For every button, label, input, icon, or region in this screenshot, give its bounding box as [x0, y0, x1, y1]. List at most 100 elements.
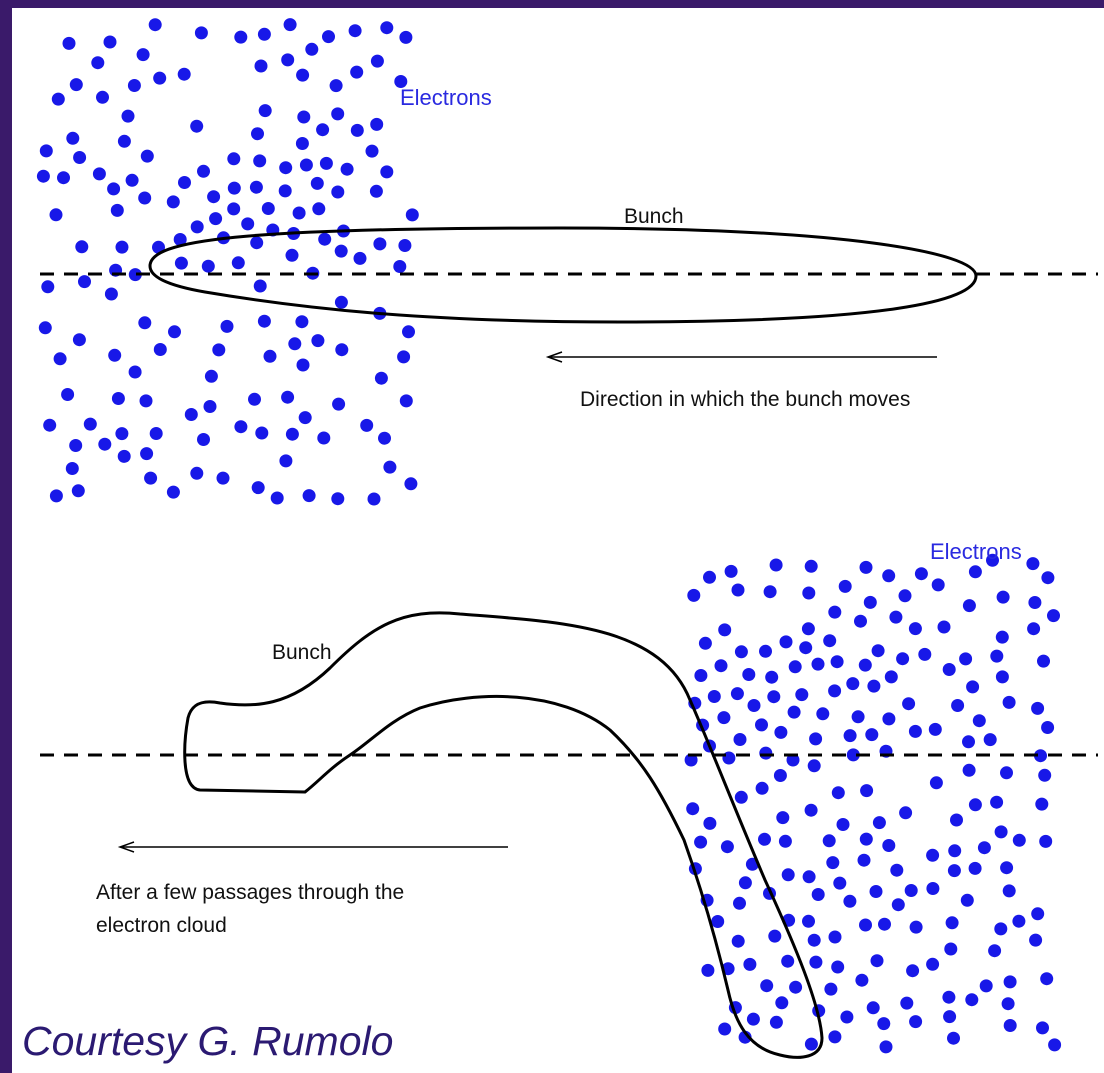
electron-dot — [765, 670, 779, 684]
electron-dot — [91, 56, 105, 70]
electron-dot — [104, 287, 118, 301]
electron-dot — [1038, 768, 1052, 782]
electron-dot — [995, 670, 1009, 684]
electron-dot — [760, 979, 774, 993]
electron-dot — [353, 251, 367, 265]
electron-dot — [826, 856, 840, 870]
electron-dot — [227, 202, 241, 216]
electron-dot — [828, 930, 842, 944]
credit-text: Courtesy G. Rumolo — [22, 1018, 394, 1064]
electron-dot — [1000, 766, 1013, 780]
electron-dot — [178, 176, 191, 189]
electron-dot — [49, 489, 63, 503]
electron-dot — [968, 798, 982, 812]
electron-dot — [965, 993, 979, 1007]
electron-dot — [811, 888, 825, 901]
electron-dot — [248, 392, 261, 406]
electron-dot — [380, 21, 394, 35]
electron-dot — [153, 71, 167, 85]
electron-dot — [1028, 596, 1042, 609]
electron-dot — [249, 180, 263, 194]
electron-dot — [398, 239, 412, 252]
electron-dot — [840, 1010, 854, 1024]
electron-dot — [1000, 861, 1014, 875]
electron-dot — [846, 677, 860, 691]
electron-dot — [769, 1015, 783, 1029]
electron-dot — [942, 663, 956, 676]
electron-dot — [801, 622, 815, 636]
electron-dot — [703, 570, 716, 584]
electron-dot — [39, 144, 53, 158]
electron-dot — [959, 652, 973, 666]
electron-dot — [305, 42, 319, 56]
top-bunch-outline — [148, 226, 978, 324]
electron-dot — [220, 319, 234, 333]
electron-dot — [279, 161, 293, 175]
electron-dot — [405, 208, 419, 222]
electron-dot — [865, 728, 879, 742]
electron-dot — [718, 1022, 732, 1036]
electron-dot — [871, 644, 885, 658]
electron-dot — [731, 583, 745, 597]
electron-dot — [139, 394, 153, 408]
electron-dot — [149, 427, 163, 440]
electron-dot — [947, 864, 961, 878]
electron-dot — [836, 818, 850, 831]
electron-dot — [734, 790, 748, 804]
electron-dot — [698, 636, 712, 650]
electron-dot — [859, 560, 873, 574]
electron-dot — [787, 705, 801, 719]
electron-dot — [918, 647, 932, 661]
electron-dot — [227, 181, 241, 195]
electron-dot — [863, 595, 877, 609]
electron-dot — [73, 151, 87, 164]
electron-dot — [253, 279, 267, 293]
electron-dot — [684, 753, 698, 767]
electron-dot — [928, 722, 942, 736]
electron-dot — [1035, 797, 1049, 811]
electron-dot — [899, 806, 913, 820]
electron-dot — [257, 314, 271, 328]
electron-dot — [270, 491, 284, 505]
electron-dot — [166, 485, 180, 499]
electron-dot — [950, 813, 963, 827]
electron-dot — [43, 418, 57, 432]
electron-dot — [148, 18, 162, 32]
electron-dot — [945, 916, 959, 930]
electron-dot — [168, 325, 181, 339]
bottom-caption-line2: electron cloud — [96, 914, 227, 937]
electron-dot — [279, 454, 293, 468]
electron-dot — [1048, 1038, 1062, 1052]
electron-dot — [184, 408, 198, 421]
electron-dot — [402, 325, 415, 339]
electron-dot — [889, 610, 903, 624]
electron-dot — [866, 1001, 880, 1015]
electron-dot — [234, 420, 248, 434]
electron-dot — [53, 352, 67, 366]
electron-dot — [931, 578, 945, 592]
electron-dot — [995, 630, 1009, 644]
electron-dot — [393, 260, 407, 273]
electron-dot — [962, 735, 975, 749]
electron-dot — [879, 1040, 893, 1054]
electron-dot — [331, 492, 345, 506]
electron-dot — [994, 825, 1008, 839]
electron-dot — [831, 786, 845, 800]
electron-dot — [759, 644, 772, 658]
electron-dot — [350, 123, 364, 137]
electron-dot — [1027, 622, 1041, 636]
electron-dot — [828, 1030, 842, 1044]
electron-dot — [103, 35, 117, 49]
electron-dot — [769, 558, 783, 572]
electron-dot — [828, 605, 842, 619]
electron-dot — [733, 896, 746, 910]
electron-dot — [128, 365, 142, 379]
electron-dot — [115, 427, 129, 441]
electron-dot — [173, 233, 187, 246]
electron-dot — [878, 917, 891, 931]
electron-dot — [190, 466, 204, 480]
electron-dot — [201, 259, 215, 273]
electron-dot — [209, 212, 223, 226]
electron-dot — [36, 169, 50, 183]
electron-dot — [701, 963, 715, 977]
